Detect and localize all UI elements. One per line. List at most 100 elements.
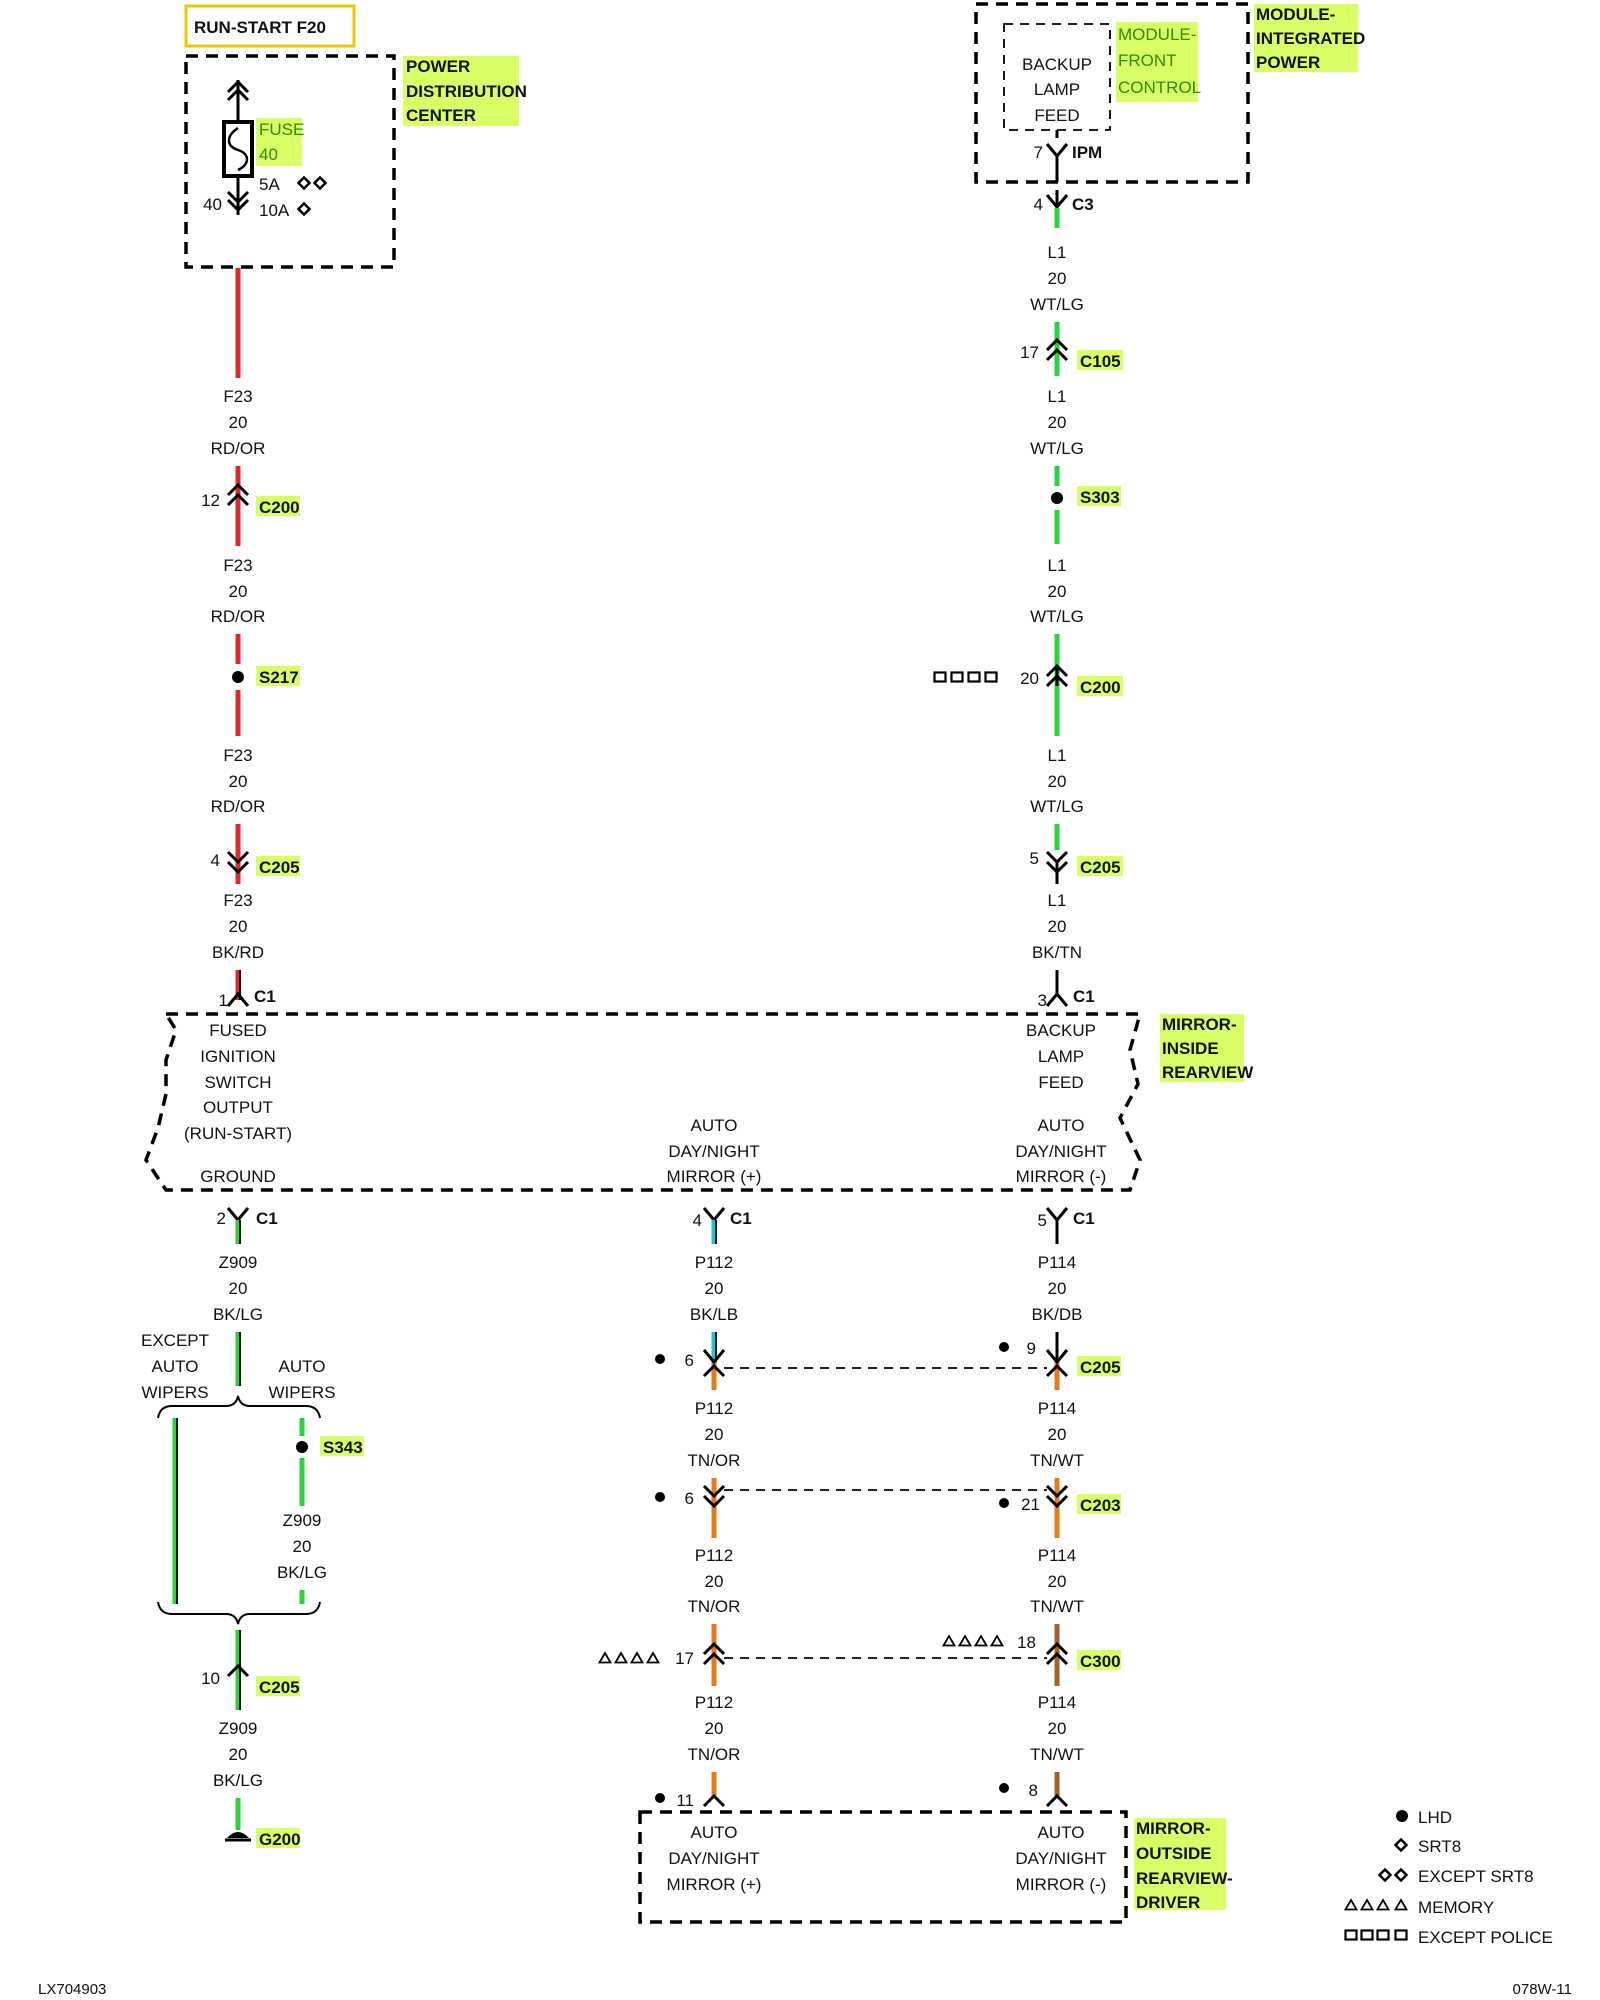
svg-text:MIRROR (+): MIRROR (+) xyxy=(667,1167,762,1186)
svg-text:INSIDE: INSIDE xyxy=(1162,1039,1219,1058)
svg-text:20: 20 xyxy=(705,1719,724,1738)
svg-text:10: 10 xyxy=(201,1669,220,1688)
svg-text:BK/LG: BK/LG xyxy=(277,1563,327,1582)
connector-c205-p112: 6 xyxy=(655,1349,726,1378)
svg-text:RD/OR: RD/OR xyxy=(211,797,266,816)
mirror-outside-box xyxy=(638,1810,1128,1924)
svg-text:S217: S217 xyxy=(259,668,299,687)
svg-text:WIPERS: WIPERS xyxy=(268,1383,335,1402)
legend-item-lhd: LHD xyxy=(1396,1808,1452,1827)
wire-z909-a: Z909 20 BK/LG xyxy=(213,1253,263,1324)
wire-l1-a: L1 20 WT/LG xyxy=(1030,243,1084,314)
svg-text:C1: C1 xyxy=(730,1209,752,1228)
mirror-inside-label: MIRROR- INSIDE REARVIEW xyxy=(1160,1014,1254,1082)
title-box xyxy=(184,4,356,48)
svg-text:21: 21 xyxy=(1021,1495,1040,1514)
svg-text:CONTROL: CONTROL xyxy=(1118,78,1201,97)
connector-c105: 17 C105 xyxy=(1020,337,1123,371)
svg-text:P114: P114 xyxy=(1038,1546,1076,1565)
connector-c205-ground: 10 C205 xyxy=(201,1663,300,1697)
svg-text:11: 11 xyxy=(676,1791,694,1810)
legend-item-srt8: SRT8 xyxy=(1394,1837,1461,1856)
svg-text:FUSED: FUSED xyxy=(209,1021,267,1040)
svg-text:RD/OR: RD/OR xyxy=(211,607,266,626)
wire-f23-a: F23 20 RD/OR xyxy=(211,387,266,458)
svg-text:AUTO: AUTO xyxy=(152,1357,199,1376)
svg-text:C300: C300 xyxy=(1080,1652,1121,1671)
svg-text:P114: P114 xyxy=(1038,1693,1076,1712)
svg-text:20: 20 xyxy=(1048,1279,1067,1298)
connector-c205-p114: 9 C205 xyxy=(999,1339,1121,1378)
svg-text:BACKUP: BACKUP xyxy=(1022,55,1092,74)
wire-p114-c: P114 20 TN/WT xyxy=(1030,1546,1084,1616)
svg-text:BK/LB: BK/LB xyxy=(690,1305,738,1324)
svg-text:P114: P114 xyxy=(1038,1399,1076,1418)
svg-text:C1: C1 xyxy=(254,987,276,1006)
connector-c1-fused: 1 C1 xyxy=(219,987,276,1010)
auto-mirror-neg-inside: AUTO DAY/NIGHT MIRROR (-) xyxy=(1015,1116,1106,1186)
svg-text:20: 20 xyxy=(1048,1572,1067,1591)
wire-l1-b: L1 20 WT/LG xyxy=(1030,387,1084,458)
svg-text:4: 4 xyxy=(211,851,220,870)
svg-text:P112: P112 xyxy=(695,1399,733,1418)
split-brace-top xyxy=(157,1395,321,1419)
svg-text:C205: C205 xyxy=(1080,858,1121,877)
svg-text:P114: P114 xyxy=(1038,1253,1076,1272)
svg-text:SRT8: SRT8 xyxy=(1418,1837,1461,1856)
svg-text:5: 5 xyxy=(1038,1211,1047,1230)
svg-text:C205: C205 xyxy=(259,858,300,877)
svg-text:DAY/NIGHT: DAY/NIGHT xyxy=(668,1849,759,1868)
splice-s343: S343 xyxy=(296,1436,364,1457)
svg-text:MIRROR-: MIRROR- xyxy=(1136,1819,1211,1838)
svg-text:C203: C203 xyxy=(1080,1496,1121,1515)
svg-text:20: 20 xyxy=(229,1745,248,1764)
pdc-box xyxy=(184,54,396,269)
connector-out-p112: 11 xyxy=(655,1791,726,1810)
svg-text:20: 20 xyxy=(1048,413,1067,432)
svg-text:IGNITION: IGNITION xyxy=(200,1047,276,1066)
svg-text:C200: C200 xyxy=(259,498,300,517)
fuse-40: FUSE 40 5A 10A 40 xyxy=(203,79,327,220)
svg-text:20: 20 xyxy=(1048,917,1067,936)
svg-text:40: 40 xyxy=(203,195,222,214)
svg-text:20: 20 xyxy=(229,582,248,601)
svg-text:CENTER: CENTER xyxy=(406,106,476,125)
svg-text:FUSE: FUSE xyxy=(259,120,304,139)
svg-text:P112: P112 xyxy=(695,1253,733,1272)
backup-lamp-feed-label: BACKUP LAMP FEED xyxy=(1022,55,1092,125)
svg-text:MIRROR-: MIRROR- xyxy=(1162,1015,1237,1034)
svg-text:BK/DB: BK/DB xyxy=(1031,1305,1082,1324)
wire-p112-a: P112 20 BK/LB xyxy=(690,1253,738,1324)
svg-text:6: 6 xyxy=(685,1351,694,1370)
svg-text:FEED: FEED xyxy=(1034,106,1079,125)
svg-text:20: 20 xyxy=(1048,1719,1067,1738)
svg-text:C1: C1 xyxy=(1073,1209,1095,1228)
svg-text:TN/WT: TN/WT xyxy=(1030,1745,1084,1764)
svg-text:F23: F23 xyxy=(223,387,252,406)
connector-c3: 4 C3 xyxy=(1034,190,1094,214)
legend-item-except-police: EXCEPT POLICE xyxy=(1344,1928,1553,1947)
splice-s303: S303 xyxy=(1051,486,1121,507)
wire-f23-d: F23 20 BK/RD xyxy=(212,891,264,962)
svg-text:DRIVER: DRIVER xyxy=(1136,1893,1200,1912)
svg-text:Z909: Z909 xyxy=(219,1719,258,1738)
connector-c1-ground: 2 C1 xyxy=(217,1207,278,1228)
svg-text:BACKUP: BACKUP xyxy=(1026,1021,1096,1040)
svg-text:FEED: FEED xyxy=(1038,1073,1083,1092)
svg-text:18: 18 xyxy=(1017,1633,1036,1652)
connector-c200-left: 12 C200 xyxy=(201,482,300,517)
svg-text:F23: F23 xyxy=(223,556,252,575)
svg-text:20: 20 xyxy=(229,772,248,791)
svg-text:Z909: Z909 xyxy=(283,1511,322,1530)
svg-text:BK/LG: BK/LG xyxy=(213,1305,263,1324)
svg-text:DISTRIBUTION: DISTRIBUTION xyxy=(406,82,527,101)
svg-text:BK/TN: BK/TN xyxy=(1032,943,1082,962)
svg-text:20: 20 xyxy=(1020,669,1039,688)
svg-text:EXCEPT: EXCEPT xyxy=(141,1331,209,1350)
svg-text:20: 20 xyxy=(229,413,248,432)
svg-text:WT/LG: WT/LG xyxy=(1030,439,1084,458)
svg-text:20: 20 xyxy=(1048,582,1067,601)
svg-text:3: 3 xyxy=(1038,991,1047,1010)
svg-text:AUTO: AUTO xyxy=(1038,1116,1085,1135)
svg-text:20: 20 xyxy=(229,917,248,936)
